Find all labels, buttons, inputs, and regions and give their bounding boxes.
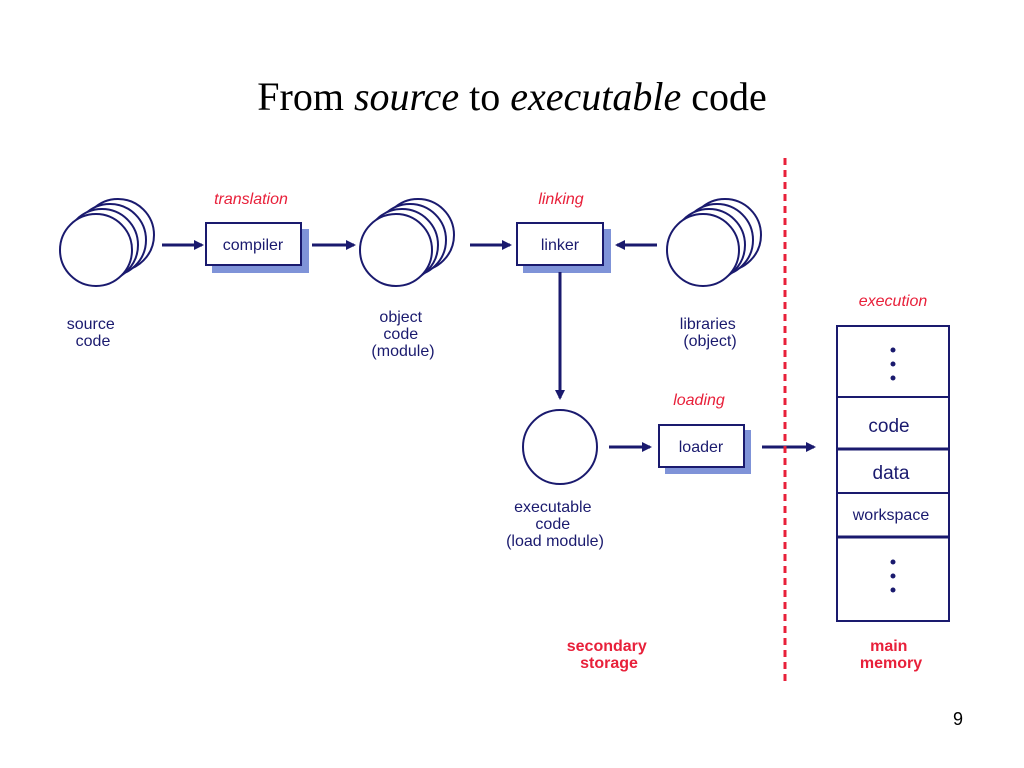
object-code-label: object code (module): [371, 309, 434, 360]
title-part-3: to: [459, 74, 510, 119]
compiler-box: compiler: [205, 222, 309, 273]
source-code-label: source code: [67, 316, 119, 350]
linker-label: linker: [541, 237, 580, 254]
title-part-4: executable: [510, 74, 681, 119]
stage-linking-label: linking: [538, 191, 583, 208]
memory-top-ellipsis-icon: [890, 347, 896, 381]
executable-code-circle: [522, 409, 598, 485]
page-number: 9: [953, 709, 963, 729]
memory-cell-code: code: [868, 416, 909, 437]
loader-box: loader: [658, 424, 751, 474]
executable-code-label: executable code (load module): [506, 499, 604, 550]
main-memory-label: main memory: [860, 638, 922, 672]
libraries-label: libraries (object): [680, 316, 740, 350]
memory-cell-data: data: [873, 463, 910, 484]
title-part-5: code: [681, 74, 767, 119]
stage-loading-label: loading: [673, 392, 725, 409]
memory-bottom-ellipsis-icon: [890, 559, 896, 593]
memory-cell-workspace: workspace: [852, 507, 930, 524]
title-part-2: source: [354, 74, 459, 119]
page-title: From source to executable code: [257, 74, 766, 119]
object-code-stack: [359, 198, 455, 287]
main-memory-column: code data workspace: [836, 325, 950, 622]
linker-box: linker: [516, 222, 611, 273]
loader-label: loader: [679, 439, 724, 456]
libraries-stack: [666, 198, 762, 287]
stage-translation-label: translation: [214, 191, 288, 208]
stage-execution-label: execution: [859, 293, 928, 310]
source-code-stack: [59, 198, 155, 287]
compiler-label: compiler: [223, 237, 284, 254]
secondary-storage-label: secondary storage: [567, 638, 652, 672]
title-part-1: From: [257, 74, 354, 119]
